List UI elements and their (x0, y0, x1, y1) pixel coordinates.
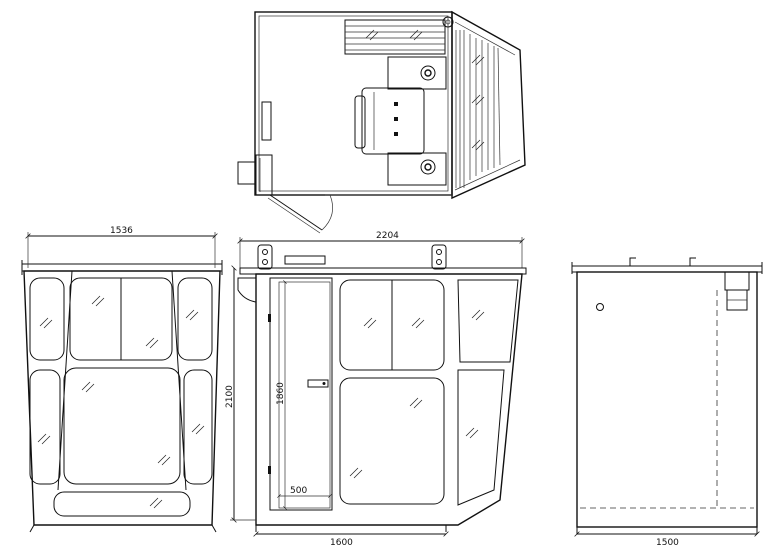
rear-view: 1500 (571, 257, 763, 548)
top-view (237, 10, 526, 234)
top-windshield-grille (455, 30, 495, 188)
dim-height: 2100 (225, 385, 235, 408)
dim-base-length: 1600 (330, 538, 353, 548)
dim-rear-width: 1500 (656, 538, 679, 548)
dim-front-width: 1536 (110, 226, 133, 236)
side-view: 2204 1860 500 2100 (225, 231, 527, 548)
dim-door-width: 500 (290, 486, 307, 496)
operator-seat (354, 87, 425, 155)
dim-side-length: 2204 (376, 231, 399, 241)
front-view: 1536 (21, 226, 223, 533)
dim-door-height: 1860 (276, 382, 286, 405)
